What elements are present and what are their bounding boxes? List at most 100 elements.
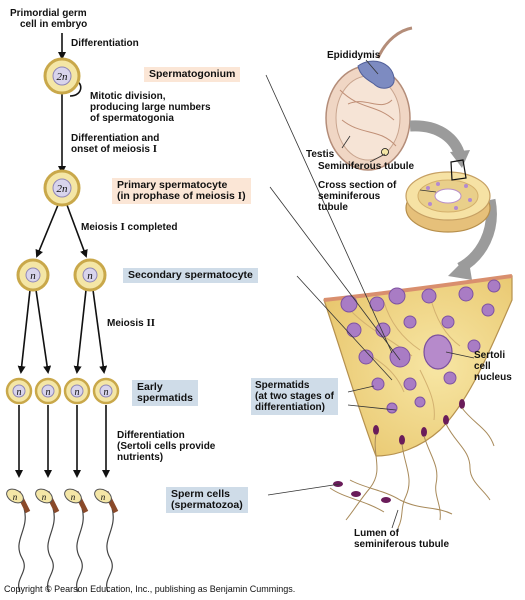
lumen-line2: seminiferous tubule [354, 539, 450, 550]
ploidy-n-spermatid-3: n [75, 387, 80, 398]
leader-spermatogonium [265, 74, 393, 354]
gray-arrow-to-cross-section [409, 120, 466, 158]
diff-sertoli-line3: nutrients) [117, 452, 164, 463]
ploidy-n-sperm-1: n [13, 492, 18, 502]
gray-arrowhead-2 [448, 256, 472, 280]
cell-spermatogonium: 2n [43, 57, 81, 95]
sperm-cell-4: n [94, 488, 119, 593]
early-line1: Early [137, 381, 163, 393]
arrow-primary-to-secondary-right [66, 204, 88, 258]
epididymis-label: Epididymis [327, 50, 381, 61]
cross-section-line2: seminiferous [318, 191, 381, 202]
embedded-sperm-heads [373, 399, 465, 445]
cell-early-spermatid-4: n [92, 377, 120, 405]
cross-section-label: Cross section of seminiferous tubule [318, 180, 396, 213]
mitotic-line1: Mitotic division, [90, 91, 166, 102]
ploidy-n-sperm-4: n [101, 492, 106, 502]
cell-secondary-spermatocyte-a: n [16, 258, 50, 292]
arrow-secondary-a-to-spermatid-2 [35, 289, 52, 374]
leader-testis [341, 135, 351, 149]
spermatids-line3: differentiation) [255, 402, 325, 413]
leader-seminiferous-tubule [369, 153, 386, 163]
differentiation-label: Differentiation [71, 38, 139, 49]
leader-sperm-cells [267, 483, 341, 496]
primary-line2-prefix: (in prophase of meiosis [117, 190, 238, 202]
leader-sertoli [445, 351, 475, 359]
meiosis1-prefix: Meiosis [81, 222, 121, 233]
arrow-secondary-b-to-spermatid-3 [73, 289, 87, 374]
mitotic-line2: producing large numbers [90, 102, 211, 113]
primary-line1: Primary spermatocyte [117, 179, 228, 191]
leader-lines [265, 59, 475, 529]
diff-onset-line2: onset of meiosis I [71, 143, 159, 156]
ploidy-n-secondary-a: n [30, 270, 36, 282]
origin-line1: Primordial germ [10, 8, 87, 19]
primary-line2: (in prophase of meiosis I) [117, 191, 246, 202]
gray-arrowhead-1 [450, 150, 470, 168]
leader-spermatids-a [347, 385, 375, 393]
diff-sertoli-line2: (Sertoli cells provide [117, 441, 216, 452]
leader-cross-section [419, 189, 437, 193]
leader-lumen [391, 509, 399, 529]
ploidy-2n-spermatogonium: 2n [57, 71, 69, 83]
arrow-primary-to-secondary-left [35, 204, 59, 258]
stage-early-spermatids: Early spermatids [132, 380, 199, 406]
arrow-secondary-a-to-spermatid-1 [17, 289, 31, 374]
testis-label: Testis [306, 149, 335, 160]
sperm-cell-1: n [6, 488, 31, 593]
testis-illustration [325, 26, 413, 171]
stage-sperm-cells: Sperm cells (spermatozoa) [166, 487, 248, 513]
stage-spermatogonium: Spermatogonium [144, 67, 241, 82]
mitotic-division-label: Mitotic division, producing large number… [90, 91, 211, 124]
meiosis-one-completed-label: Meiosis I completed [81, 221, 178, 234]
leader-primary-spermatocyte [269, 186, 401, 361]
sertoli-line1: Sertoli [474, 350, 506, 361]
ploidy-n-spermatid-4: n [104, 387, 109, 398]
cell-early-spermatid-3: n [63, 377, 91, 405]
primary-line2-suffix: ) [242, 190, 246, 202]
cell-early-spermatid-2: n [34, 377, 62, 405]
diff-onset-line1: Differentiation and [71, 133, 160, 144]
early-line2: spermatids [137, 392, 194, 404]
sperm-line1: Sperm cells [171, 488, 230, 500]
ploidy-n-spermatid-1: n [17, 387, 22, 398]
stage-secondary-spermatocyte: Secondary spermatocyte [123, 268, 258, 283]
diff-sertoli-line1: Differentiation [117, 430, 185, 441]
ploidy-n-sperm-3: n [71, 492, 76, 502]
primary-line2-roman: I [237, 190, 243, 202]
diff-onset-roman: I [152, 143, 157, 155]
mitotic-line3: of spermatogonia [90, 113, 174, 124]
differentiation-onset-label: Differentiation and onset of meiosis I [71, 133, 159, 155]
diff-onset-text: onset of meiosis [71, 144, 153, 155]
sertoli-line2: cell [474, 361, 491, 372]
origin-line2: cell in embryo [20, 19, 88, 30]
cross-section-line3: tubule [318, 202, 348, 213]
origin-label: Primordial germ cell in embryo [10, 8, 87, 30]
ploidy-n-sperm-2: n [42, 492, 47, 502]
spermatids-two-stages-label: Spermatids (at two stages of differentia… [251, 378, 338, 415]
sertoli-line3: nucleus [474, 372, 512, 383]
tubule-cross-section [405, 159, 491, 233]
spermatids-line1: Spermatids [255, 380, 310, 391]
cell-primary-spermatocyte: 2n [43, 169, 81, 207]
lumen-line1: Lumen of [354, 528, 399, 539]
spermatids-line2: (at two stages of [255, 391, 334, 402]
leader-epididymis [365, 59, 379, 75]
zoom-box [450, 159, 467, 181]
leader-secondary-spermatocyte [296, 275, 393, 381]
cell-early-spermatid-1: n [5, 377, 33, 405]
meiosis2-roman: II [146, 317, 156, 329]
meiosis-two-label: Meiosis II [107, 317, 156, 330]
seminiferous-tubule-label: Seminiferous tubule [318, 161, 415, 172]
cross-section-line1: Cross section of [318, 180, 397, 191]
meiosis1-roman: I [120, 221, 125, 233]
ploidy-n-spermatid-2: n [46, 387, 51, 398]
cell-secondary-spermatocyte-b: n [73, 258, 107, 292]
arrow-secondary-b-to-spermatid-4 [92, 289, 108, 374]
seminiferous-tissue-section [323, 274, 513, 529]
flow-arrows [15, 33, 110, 478]
lumen-sperm-tails [329, 407, 495, 529]
sperm-cell-2: n [35, 488, 60, 593]
copyright-footer: Copyright © Pearson Education, Inc., pub… [4, 584, 296, 594]
